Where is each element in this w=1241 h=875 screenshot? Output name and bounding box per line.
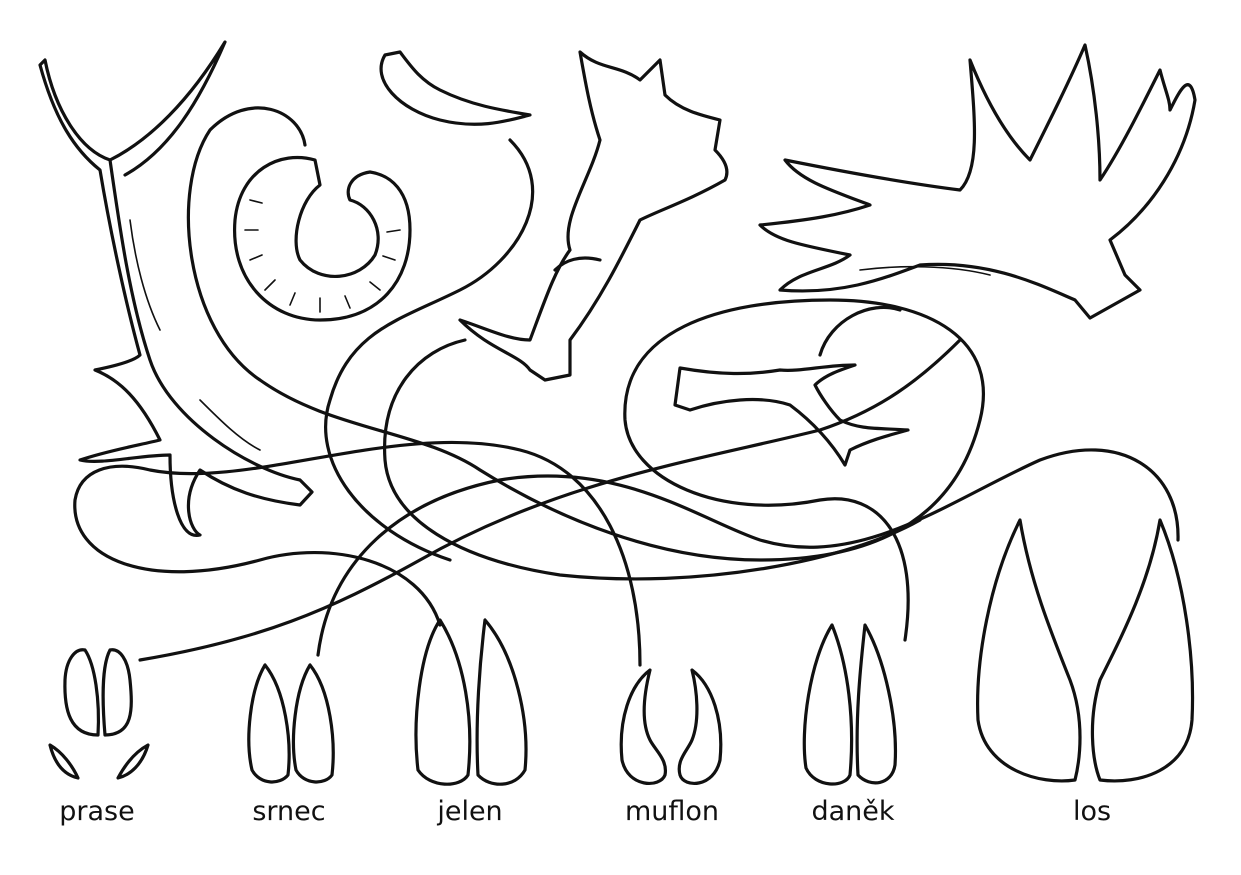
path-line[interactable] [324,138,535,562]
label-muflon: muflon [624,796,720,827]
label-los: los [1072,796,1112,827]
moose-hoof [976,518,1195,783]
label-srnec: srnec [252,796,326,827]
path-line[interactable] [73,440,642,667]
red-deer-hoof [414,618,528,786]
roe-deer-antler [673,363,910,467]
path-line[interactable] [316,448,1180,657]
fallow-deer-hoof [802,623,898,786]
roe-deer-hoof [247,663,335,784]
goat-horn [379,50,532,126]
maze-paths [73,106,1180,667]
moose-antler [758,43,1197,320]
boar-hoof [48,648,150,780]
fallow-deer-antler [458,50,729,382]
mouflon-horn [233,155,412,322]
label-jelen: jelen [437,796,503,827]
mouflon-hoof [619,668,723,785]
path-line[interactable] [383,338,922,581]
path-line[interactable] [818,305,902,357]
red-deer-antler [38,40,314,537]
path-line[interactable] [186,106,986,642]
path-line[interactable] [138,338,962,662]
label-prase: prase [59,796,135,827]
label-danek: daněk [811,796,895,827]
